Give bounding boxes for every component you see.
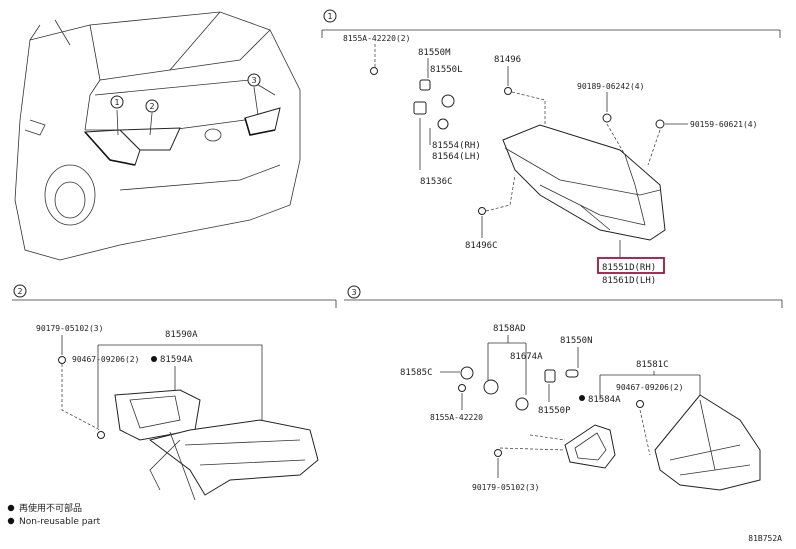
car-callout-2-text: 2 <box>149 102 154 111</box>
legend-text-en: Non-reusable part <box>19 517 101 527</box>
label-81584A: 81584A <box>588 395 621 405</box>
tail-lamp-rh <box>502 124 666 241</box>
section-2-number: 2 <box>17 287 22 296</box>
screw-icon <box>504 87 512 95</box>
section-1: 1 8155A-42220(2) 81550M 81550L 81554(RH)… <box>321 9 781 286</box>
label-81496: 81496 <box>494 55 521 65</box>
car-callout-1 <box>110 95 124 109</box>
car-callout-3 <box>247 73 261 87</box>
screw-icon-5 <box>636 400 644 408</box>
section-2: 2 90179-05102(3) 81590A 90467-09206(2) 8… <box>12 284 337 501</box>
section-3-number: 3 <box>351 288 356 297</box>
reference-code: 81B752A <box>748 534 782 543</box>
label-90179-05102-3: 90179-05102(3) <box>36 324 103 333</box>
rear-lamp-lh <box>148 419 319 496</box>
label-81550M: 81550M <box>418 48 451 58</box>
nut-icon <box>602 113 612 123</box>
socket-icon-4 <box>544 369 556 383</box>
legend: 再使用不可部品 Non-reusable part <box>7 502 101 527</box>
label-81536C: 81536C <box>420 177 453 187</box>
label-81585C: 81585C <box>400 368 433 378</box>
non-reusable-dot-2 <box>579 395 585 401</box>
highlight-81551D <box>597 257 665 274</box>
socket-icon <box>419 79 431 91</box>
reflector-2 <box>564 424 616 469</box>
label-81561D-lh: 81561D(LH) <box>602 276 656 286</box>
clip-icon-2 <box>458 384 466 392</box>
screw-icon-6 <box>494 449 502 457</box>
car-callout-2 <box>145 99 159 113</box>
screw-icon-2 <box>478 207 486 215</box>
section-1-badge <box>323 9 337 23</box>
grommet-icon <box>460 366 474 380</box>
bulb-icon-3 <box>565 369 579 378</box>
label-81594A: 81594A <box>160 355 193 365</box>
label-81581C: 81581C <box>636 360 669 370</box>
label-8155A-42220-2: 8155A-42220(2) <box>343 34 410 43</box>
legend-dot-1 <box>7 504 15 512</box>
label-81551D-rh[interactable]: 81551D(RH) <box>602 263 656 273</box>
section-3: 3 8158AD 81550N 81674A 81585C 8155A-4222… <box>344 285 783 492</box>
screw-icon-3 <box>58 356 66 364</box>
socket-icon-2 <box>413 101 427 115</box>
screw-icon-4 <box>97 431 105 439</box>
legend-dot-2 <box>7 517 15 525</box>
label-90179-05102-3-b: 90179-05102(3) <box>472 483 539 492</box>
bulb-icon-2 <box>437 118 449 130</box>
section-2-badge <box>13 284 27 298</box>
tail-lamp-garnish <box>654 394 761 491</box>
label-81550P: 81550P <box>538 406 571 416</box>
label-90467-09206-2: 90467-09206(2) <box>72 355 139 364</box>
label-8158AD: 8158AD <box>493 324 526 334</box>
section-1-number: 1 <box>327 12 332 21</box>
label-8155A-42220: 8155A-42220 <box>430 413 483 422</box>
socket-icon-3 <box>483 379 499 395</box>
section-3-badge <box>347 285 361 299</box>
bulb-icon <box>441 94 455 108</box>
label-81564-lh: 81564(LH) <box>432 152 481 162</box>
label-90159-60621-4: 90159-60621(4) <box>690 120 757 129</box>
label-81550L: 81550L <box>430 65 463 75</box>
label-81590A: 81590A <box>165 330 198 340</box>
seal-icon <box>515 397 529 411</box>
label-81554-rh: 81554(RH) <box>432 141 481 151</box>
label-81550N: 81550N <box>560 336 593 346</box>
bolt-icon <box>655 119 665 129</box>
label-81496C: 81496C <box>465 241 498 251</box>
label-90189-06242-4: 90189-06242(4) <box>577 82 644 91</box>
car-callout-3-text: 3 <box>251 76 256 85</box>
label-90467-09206-2-b: 90467-09206(2) <box>616 383 683 392</box>
clip-icon <box>370 67 378 75</box>
legend-text-jp: 再使用不可部品 <box>19 502 82 514</box>
car-overview: 1 2 3 <box>14 11 301 261</box>
car-callout-1-text: 1 <box>114 98 119 107</box>
label-81674A: 81674A <box>510 352 543 362</box>
non-reusable-dot <box>151 356 157 362</box>
